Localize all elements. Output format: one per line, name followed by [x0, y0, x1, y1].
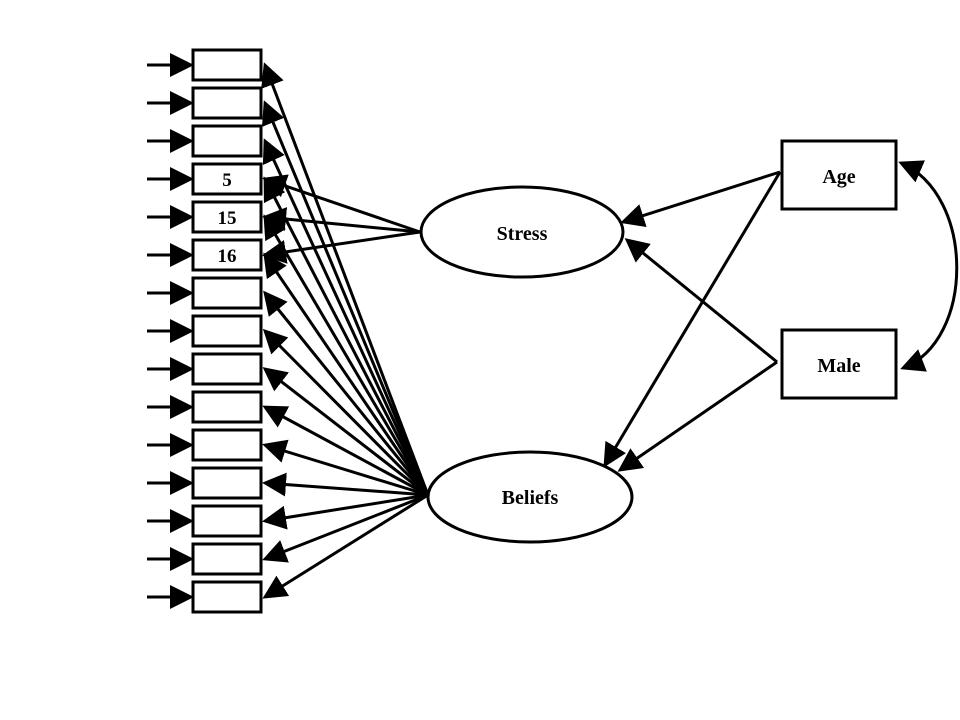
indicator-box [191, 428, 263, 462]
beliefs-loading [262, 328, 430, 497]
beliefs-label: Beliefs [502, 487, 559, 509]
indicator-box [191, 276, 263, 310]
age-to-beliefs-path [603, 171, 782, 468]
indicator-box [191, 580, 263, 614]
age-to-stress-path [620, 170, 781, 228]
indicator-box [191, 542, 263, 576]
stress-loading [262, 174, 421, 234]
indicator-label: 16 [218, 246, 237, 267]
beliefs-loading [261, 62, 430, 496]
indicator-box [191, 162, 263, 196]
age-male-covariance [898, 160, 959, 372]
indicator-box [191, 504, 263, 538]
beliefs-loading [263, 176, 430, 496]
stress-label: Stress [497, 223, 548, 245]
age-node [780, 139, 898, 211]
beliefs-loading [261, 100, 430, 496]
beliefs-node [426, 450, 634, 544]
beliefs-loading [262, 405, 429, 497]
beliefs-loading [262, 439, 429, 497]
beliefs-loading [262, 367, 429, 497]
indicator-box [191, 466, 263, 500]
indicator-box [191, 238, 263, 272]
beliefs-loading [263, 290, 430, 496]
stress-node [419, 185, 625, 279]
stress-loading [262, 230, 421, 264]
male-label: Male [817, 355, 860, 377]
stress-loading [262, 207, 421, 234]
male-to-stress-path [624, 238, 778, 364]
indicator-label: 15 [218, 208, 237, 229]
beliefs-loading [262, 493, 429, 563]
edges-layer [147, 53, 959, 609]
indicator-box [191, 200, 263, 234]
beliefs-loading [262, 472, 429, 497]
indicator-box [191, 86, 263, 120]
indicator-box [191, 352, 263, 386]
beliefs-loading [262, 138, 430, 496]
beliefs-loading [262, 493, 429, 599]
beliefs-loading [263, 252, 430, 496]
indicator-box [191, 124, 263, 158]
nodes-layer: Stress Beliefs Age Male [419, 139, 898, 544]
indicators-layer: 5 15 16 [191, 48, 263, 614]
male-node [780, 328, 898, 400]
indicator-box [191, 314, 263, 348]
beliefs-loading [262, 493, 429, 530]
indicator-label: 5 [222, 170, 232, 191]
age-label: Age [822, 166, 855, 188]
indicator-box [191, 48, 263, 82]
male-to-beliefs-path [617, 360, 778, 472]
indicator-box [191, 390, 263, 424]
beliefs-loading [263, 214, 430, 496]
